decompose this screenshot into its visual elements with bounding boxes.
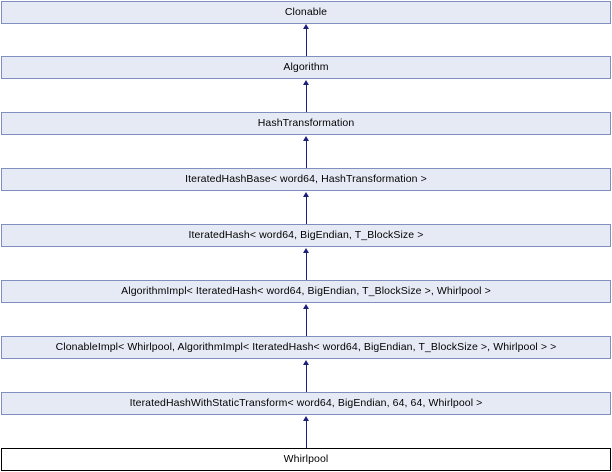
inheritance-edge <box>306 197 307 224</box>
class-node-label: Clonable <box>284 6 328 19</box>
inheritance-arrow-icon <box>303 136 309 141</box>
inheritance-edge <box>306 29 307 56</box>
inheritance-edge <box>306 253 307 280</box>
inheritance-arrow-icon <box>303 416 309 421</box>
class-node-current[interactable]: Whirlpool <box>1 448 611 471</box>
inheritance-edge <box>306 85 307 112</box>
class-node[interactable]: IteratedHashBase< word64, HashTransforma… <box>1 168 611 191</box>
class-node[interactable]: IteratedHash< word64, BigEndian, T_Block… <box>1 224 611 247</box>
class-node-label: HashTransformation <box>257 117 355 130</box>
inheritance-edge <box>306 421 307 448</box>
inheritance-edge <box>306 309 307 336</box>
class-node-label: IteratedHashWithStaticTransform< word64,… <box>129 397 483 410</box>
class-node-label: AlgorithmImpl< IteratedHash< word64, Big… <box>121 285 491 298</box>
inheritance-arrow-icon <box>303 24 309 29</box>
class-node[interactable]: IteratedHashWithStaticTransform< word64,… <box>1 392 611 415</box>
inheritance-arrow-icon <box>303 304 309 309</box>
inheritance-arrow-icon <box>303 360 309 365</box>
inheritance-edge <box>306 365 307 392</box>
class-node-label: IteratedHashBase< word64, HashTransforma… <box>185 173 427 186</box>
inheritance-arrow-icon <box>303 80 309 85</box>
class-node-label: IteratedHash< word64, BigEndian, T_Block… <box>188 229 424 242</box>
class-node[interactable]: Algorithm <box>1 56 611 79</box>
class-node[interactable]: AlgorithmImpl< IteratedHash< word64, Big… <box>1 280 611 303</box>
inheritance-arrow-icon <box>303 192 309 197</box>
inheritance-arrow-icon <box>303 248 309 253</box>
class-node[interactable]: ClonableImpl< Whirlpool, AlgorithmImpl< … <box>1 336 611 359</box>
class-node-label: Whirlpool <box>283 453 329 466</box>
class-node[interactable]: Clonable <box>1 1 611 24</box>
class-node-label: ClonableImpl< Whirlpool, AlgorithmImpl< … <box>55 341 557 354</box>
class-node-label: Algorithm <box>283 61 329 74</box>
inheritance-edge <box>306 141 307 168</box>
class-node[interactable]: HashTransformation <box>1 112 611 135</box>
